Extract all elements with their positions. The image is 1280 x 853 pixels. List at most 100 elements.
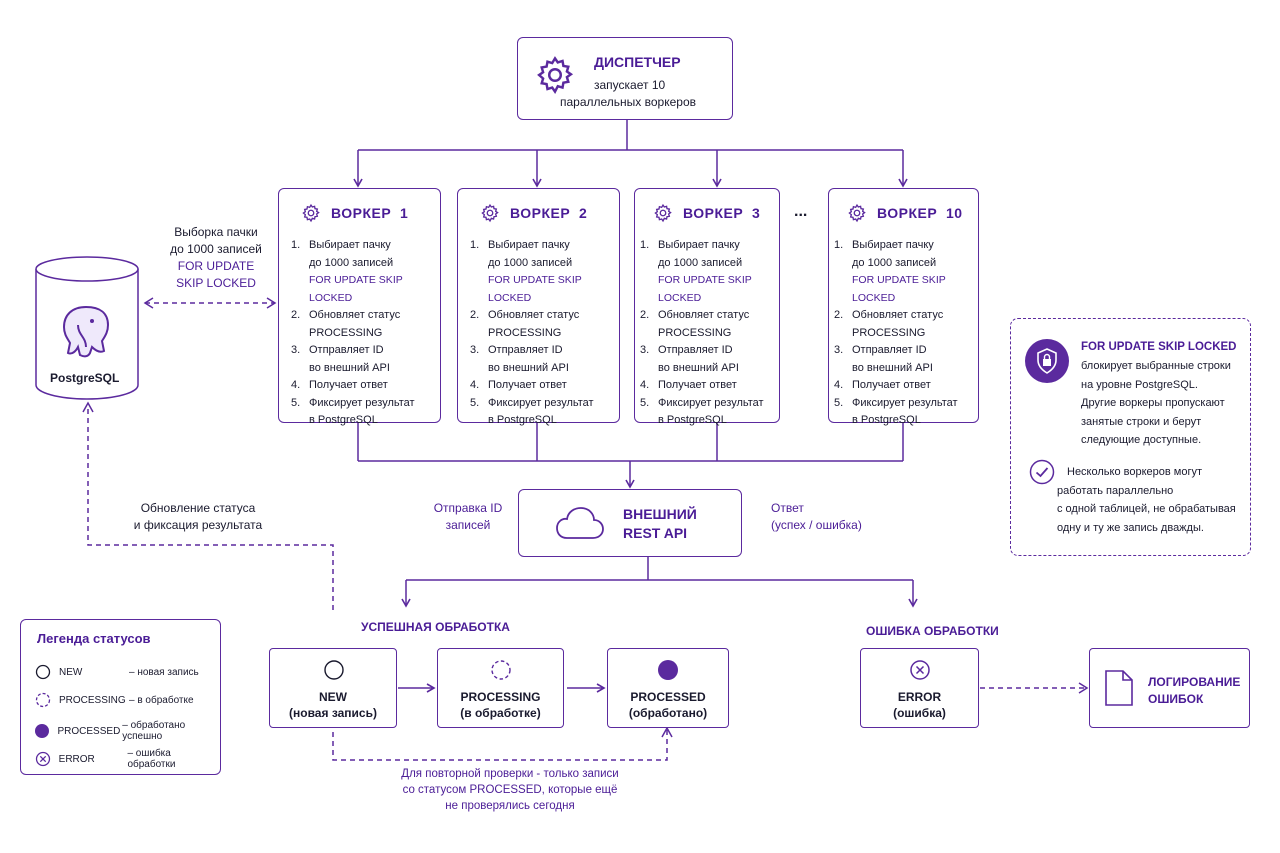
info-line: Другие воркеры пропускают (1081, 397, 1225, 409)
step-highlight: FOR UPDATE SKIP LOCKED (852, 274, 946, 304)
step-text: Фиксирует результат (488, 396, 594, 409)
info-title: FOR UPDATE SKIP LOCKED (1081, 341, 1237, 353)
dashed-circle-icon (491, 660, 511, 680)
step-text: Отправляет ID (309, 344, 384, 356)
filled-circle-icon (658, 660, 678, 680)
success-flow-title: УСПЕШНАЯ ОБРАБОТКА (361, 620, 510, 634)
db-update-caption: Обновление статуса и фиксация результата (118, 500, 278, 534)
status-sublabel: (ошибка) (893, 706, 946, 720)
worker-title: ВОРКЕР 2 (510, 205, 588, 221)
error-flow-title: ОШИБКА ОБРАБОТКИ (866, 624, 999, 638)
logging-label-line2: ОШИБОК (1148, 692, 1204, 706)
worker-steps: 1.Выбирает пачку до 1000 записей FOR UPD… (834, 237, 978, 430)
info-text-2: Несколько воркеров могут работать паралл… (1057, 463, 1236, 537)
database-label: PostgreSQL (50, 371, 120, 385)
worker-box-2: ВОРКЕР 2 1.Выбирает пачку до 1000 записе… (457, 188, 620, 426)
worker-box-3: ВОРКЕР 3 1.Выбирает пачку до 1000 записе… (634, 188, 780, 426)
step-text: во внешний API (852, 361, 933, 374)
document-icon (1105, 670, 1133, 706)
step-text: в PostgreSQL (852, 414, 921, 426)
shield-lock-icon (1025, 339, 1069, 383)
step-text: Выбирает пачку (488, 239, 570, 251)
caption-line: (успех / ошибка) (771, 518, 862, 532)
step-highlight: FOR UPDATE SKIP LOCKED (488, 274, 582, 304)
caption-line: Отправка ID (433, 501, 503, 515)
status-sublabel: (в обработке) (460, 706, 541, 720)
step-text: в PostgreSQL (658, 414, 727, 426)
legend-key: PROCESSED (57, 725, 121, 737)
step-text: Выбирает пачку (852, 239, 934, 251)
worker-title: ВОРКЕР 3 (683, 205, 761, 221)
worker-steps: 1.Выбирает пачку до 1000 записей FOR UPD… (640, 237, 779, 430)
info-line: одну и ту же запись дважды. (1057, 521, 1204, 534)
step-text: PROCESSING (658, 326, 732, 339)
api-title-line1: ВНЕШНИЙ (623, 506, 697, 522)
logging-label-line1: ЛОГИРОВАНИЕ (1148, 675, 1241, 689)
step-text: Обновляет статус (488, 309, 580, 321)
step-text: Обновляет статус (658, 309, 750, 321)
note-line: со статусом PROCESSED, которые ещё (402, 784, 618, 796)
legend-desc: – ошибка обработки (127, 748, 176, 770)
step-text: до 1000 записей (309, 256, 394, 269)
empty-circle-icon (35, 664, 51, 680)
step-text: Выбирает пачку (309, 239, 391, 251)
dispatcher-line1: запускает 10 (594, 78, 666, 92)
step-text: Отправляет ID (488, 344, 563, 356)
status-label: PROCESSED (630, 690, 706, 704)
legend-key: ERROR (58, 753, 95, 765)
step-text: Фиксирует результат (658, 396, 764, 409)
info-text: блокирует выбранные строки на уровне Pos… (1081, 357, 1231, 450)
gear-icon (537, 56, 574, 94)
legend-desc: – в обработке (129, 694, 194, 706)
step-text: Получает ответ (658, 379, 737, 391)
external-api-box: ВНЕШНИЙ REST API (518, 489, 742, 557)
filled-circle-icon (35, 724, 50, 738)
status-new-box: NEW (новая запись) (269, 648, 397, 728)
info-line: следующие доступные. (1081, 434, 1202, 446)
api-send-caption: Отправка ID записей (420, 500, 516, 534)
info-line: на уровне PostgreSQL. (1081, 378, 1198, 391)
status-sublabel: (обработано) (628, 706, 708, 720)
caption-line: Ответ (771, 501, 804, 515)
legend-title: Легенда статусов (37, 631, 151, 646)
step-text: Отправляет ID (658, 344, 733, 356)
step-highlight: FOR UPDATE SKIP LOCKED (309, 274, 403, 304)
status-processed-box: PROCESSED (обработано) (607, 648, 729, 728)
caption-line-highlight: FOR UPDATE (177, 259, 255, 273)
info-line: занятые строки и берут (1081, 415, 1202, 428)
error-x-icon (35, 751, 50, 767)
status-label: PROCESSING (460, 690, 541, 704)
note-line: не проверялись сегодня (445, 800, 575, 812)
step-text: Фиксирует результат (309, 396, 415, 409)
api-title-line2: REST API (623, 525, 688, 541)
caption-line: до 1000 записей (170, 242, 262, 256)
step-text: Получает ответ (852, 379, 931, 391)
gear-icon (481, 203, 499, 223)
status-processing-box: PROCESSING (в обработке) (437, 648, 564, 728)
gear-icon (302, 203, 320, 223)
step-text: до 1000 записей (852, 256, 937, 269)
info-line: работать параллельно (1057, 484, 1174, 497)
worker-steps: 1.Выбирает пачку до 1000 записей FOR UPD… (291, 237, 440, 430)
api-response-caption: Ответ (успех / ошибка) (771, 500, 862, 534)
skip-locked-info-panel: FOR UPDATE SKIP LOCKED блокирует выбранн… (1010, 318, 1251, 556)
caption-line-highlight: SKIP LOCKED (176, 276, 256, 290)
dashed-circle-icon (35, 692, 51, 708)
dispatcher-title: ДИСПЕТЧЕР (594, 54, 681, 70)
info-line: Несколько воркеров могут (1067, 466, 1203, 478)
cloud-icon (556, 507, 604, 539)
caption-line: Выборка пачки (174, 225, 258, 239)
step-text: Получает ответ (309, 379, 388, 391)
legend-row-processed: PROCESSED – обработано успешно (33, 720, 220, 742)
worker-title: ВОРКЕР 10 (877, 205, 963, 221)
db-select-caption: Выборка пачки до 1000 записей FOR UPDATE… (158, 224, 274, 292)
step-text: до 1000 записей (488, 256, 573, 269)
step-text: Фиксирует результат (852, 396, 958, 409)
empty-circle-icon (324, 660, 344, 680)
step-text: во внешний API (488, 361, 569, 374)
recheck-note: Для повторной проверки - только записи с… (360, 766, 660, 814)
status-label: ERROR (897, 690, 942, 704)
step-text: во внешний API (658, 361, 739, 374)
step-text: до 1000 записей (658, 256, 743, 269)
